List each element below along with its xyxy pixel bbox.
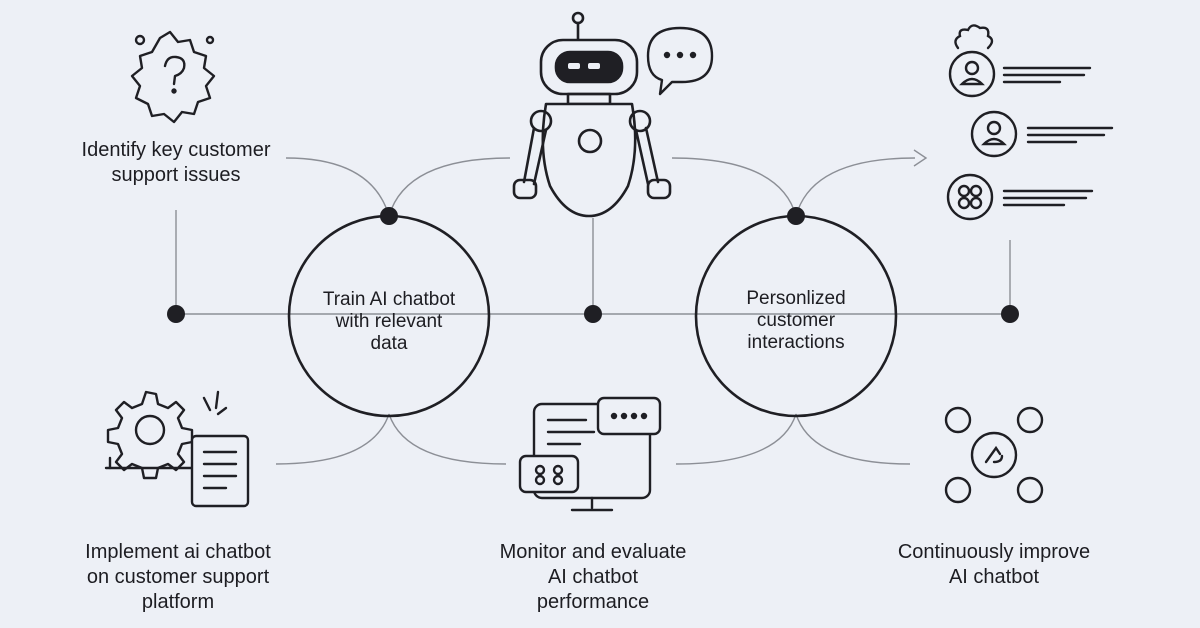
junction-dots xyxy=(167,207,1019,323)
arrow-head-icon xyxy=(913,149,928,167)
monitor-chat-icon xyxy=(518,396,662,512)
robot-icon xyxy=(512,11,672,218)
curve-train-to-implement xyxy=(275,413,390,465)
curve-profiles-to-personalized xyxy=(795,157,916,217)
dot-train-top xyxy=(380,207,398,225)
step-label-monitor: Monitor and evaluate AI chatbot performa… xyxy=(499,541,687,613)
step-label-identify: Identify key customer support issues xyxy=(81,139,271,186)
dot-left xyxy=(167,305,185,323)
customer-profiles-icon xyxy=(946,24,1114,221)
step-label-improve: Continuously improve AI chatbot xyxy=(897,541,1091,588)
agent-document-icon xyxy=(104,390,250,508)
chat-bubble-icon xyxy=(646,26,714,96)
curve-identify-to-train xyxy=(285,157,390,217)
gear-question-icon xyxy=(130,30,216,124)
step-label-implement: Implement ai chatbot on customer support… xyxy=(85,541,271,613)
curve-personalized-to-improve xyxy=(795,413,911,465)
step-label-personalized: Personlized customer interactions xyxy=(746,288,846,353)
curve-train-to-monitor xyxy=(388,413,507,465)
dot-personalized-top xyxy=(787,207,805,225)
curve-personalized-to-monitor xyxy=(675,413,797,465)
network-improve-icon xyxy=(944,406,1044,504)
curve-robot-to-train xyxy=(388,157,511,217)
dot-right xyxy=(1001,305,1019,323)
curve-robot-to-personalized xyxy=(671,157,797,217)
step-label-train: Train AI chatbot with relevant data xyxy=(322,289,456,354)
dot-center xyxy=(584,305,602,323)
